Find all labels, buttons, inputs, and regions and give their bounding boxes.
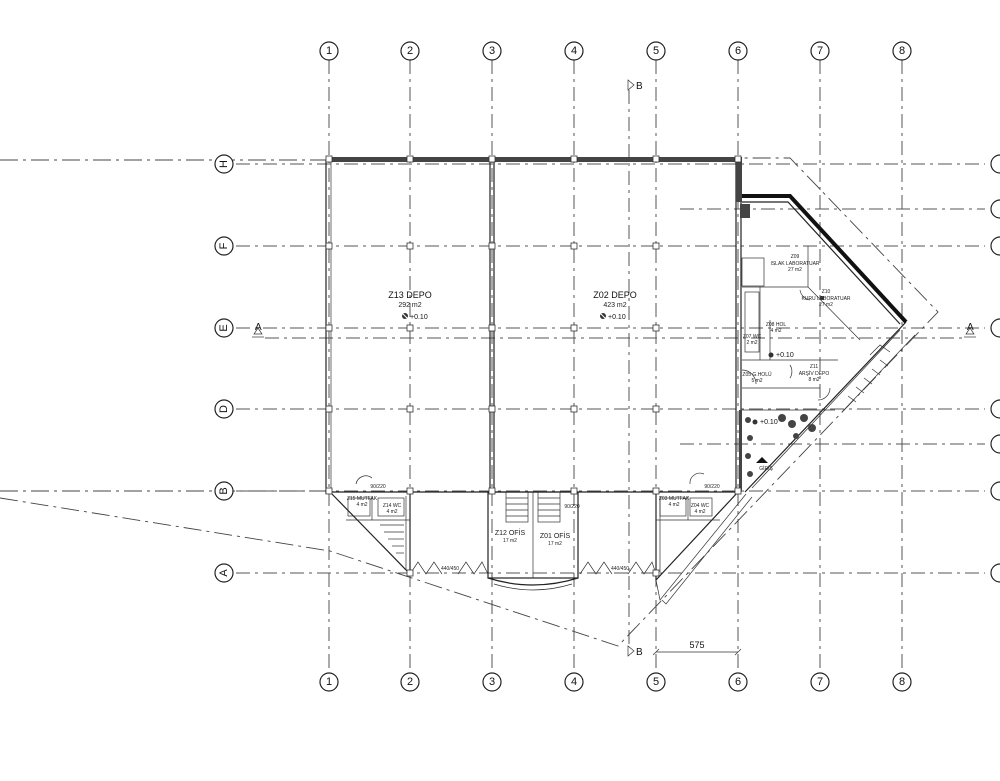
grid-label-1-bottom: 1: [326, 676, 332, 688]
room-z01-name: Z01 OFİS: [540, 531, 571, 540]
section-b-top-label: B: [636, 81, 643, 92]
room-z05-name: Z05 G.HOLÜ: [742, 371, 772, 378]
room-z15-name: Z15 MUTFAK: [347, 496, 378, 502]
central-office-block: [487, 491, 579, 591]
structural-columns: [325, 155, 742, 577]
room-z09-sub: ISLAK LABORATUAR: [770, 261, 819, 267]
elevation-icon: [752, 419, 758, 425]
grid-label-f-left: F: [218, 242, 230, 249]
door-tag: 90/220: [564, 504, 580, 510]
grid-label-8-top: 8: [899, 45, 905, 57]
door-tags: 90/220 90/220 90/220 440/450 440/450: [370, 484, 720, 572]
office-stairs: [505, 491, 561, 523]
grid-bubbles-top: 1 2 3 4 5 6 7 8: [319, 41, 912, 61]
room-z11-area: 8 m2: [808, 377, 819, 383]
room-z05-area: 5 m2: [751, 378, 762, 384]
grid-bubbles-bottom: 1 2 3 4 5 6 7 8: [319, 672, 912, 692]
grid-label-3-bottom: 3: [489, 676, 495, 688]
door-tag: 90/220: [370, 484, 386, 490]
room-z09-name: Z09: [791, 254, 800, 260]
room-z02-name: Z02 DEPO: [593, 290, 637, 300]
grid-label-7-bottom: 7: [817, 676, 823, 688]
entry-elevation: +0.10: [760, 419, 778, 426]
grid-label-7-top: 7: [817, 45, 823, 57]
room-z07-name: Z07 WC: [743, 334, 762, 340]
grid-bubbles-left: H F E D B A: [214, 154, 234, 583]
grid-label-d-left: D: [218, 405, 230, 413]
left-stair: [380, 524, 404, 554]
room-z08-name: Z08 HOL: [766, 322, 787, 328]
grid-label-8-bottom: 8: [899, 676, 905, 688]
right-service-block: [655, 472, 753, 605]
site-boundary: [0, 157, 939, 647]
section-b-bottom-label: B: [636, 647, 643, 658]
grid-label-1-top: 1: [326, 45, 332, 57]
grid-label-6-bottom: 6: [735, 676, 741, 688]
grid-label-e-left: E: [218, 324, 230, 331]
room-z07-area: 2 m2: [746, 340, 757, 346]
room-z13-area: 292 m2: [398, 302, 421, 309]
grid-label-b-left: B: [218, 487, 230, 494]
room-z09-area: 27 m2: [788, 267, 802, 273]
room-z04-area: 4 m2: [694, 509, 705, 515]
grid-label-2-top: 2: [407, 45, 413, 57]
room-z10-sub: KURU LABORATUAR: [801, 296, 850, 302]
section-a-left-label: A: [255, 322, 262, 333]
room-z03-area: 4 m2: [668, 502, 679, 508]
room-z10-name: Z10: [822, 289, 831, 295]
section-a-right-label: A: [967, 322, 974, 333]
room-z03-name: Z03 MUTFAK: [659, 496, 690, 502]
room-z13-name: Z13 DEPO: [388, 290, 432, 300]
grid-label-3-top: 3: [489, 45, 495, 57]
room-z12-name: Z12 OFİS: [495, 528, 526, 537]
grid-label-4-top: 4: [571, 45, 577, 57]
room-z13-elevation: +0.10: [410, 314, 428, 321]
grid-label-5-bottom: 5: [653, 676, 659, 688]
loading-doors: [409, 344, 891, 575]
lab-elevation: +0.10: [776, 352, 794, 359]
elevation-icon: [768, 352, 774, 358]
entry-label: GİRİŞ: [759, 465, 773, 472]
grid-label-6-top: 6: [735, 45, 741, 57]
door-tag: 440/450: [441, 566, 459, 572]
room-z12-area: 17 m2: [503, 538, 517, 544]
building-walls: [325, 157, 750, 494]
room-z11-sub: ARŞİV DEPO: [799, 370, 830, 377]
section-markers: A A B B: [252, 79, 976, 658]
room-z02-elevation: +0.10: [608, 314, 626, 321]
room-z04-name: Z04 WC: [691, 503, 710, 509]
grid-label-2-bottom: 2: [407, 676, 413, 688]
lab-wing: [739, 194, 916, 493]
entry-arrow-icon: [756, 457, 768, 463]
room-z11-name: Z11: [810, 364, 818, 370]
dimension-575: 575: [652, 640, 742, 656]
elevation-icon: [401, 312, 409, 320]
room-z01-area: 17 m2: [548, 541, 562, 547]
grid-label-5-top: 5: [653, 45, 659, 57]
room-labels: Z13 DEPO 292 m2 +0.10 Z02 DEPO 423 m2 +0…: [347, 254, 851, 547]
grid-label-h-left: H: [218, 160, 230, 168]
room-z02-area: 423 m2: [603, 302, 626, 309]
door-tag: 440/450: [611, 566, 629, 572]
room-z10-area: 27 m2: [819, 302, 833, 308]
room-z14-name: Z14 WC: [383, 503, 402, 509]
room-z08-area: 4 m2: [770, 328, 781, 334]
external-steps: [847, 359, 889, 403]
room-z14-area: 4 m2: [386, 509, 397, 515]
grid-label-a-left: A: [218, 569, 230, 577]
elevation-icon: [599, 312, 607, 320]
room-z15-area: 4 m2: [356, 502, 367, 508]
grid-lines: [236, 60, 985, 672]
door-tag: 90/220: [704, 484, 720, 490]
dimension-label: 575: [689, 640, 704, 650]
grid-bubbles-right: [990, 154, 1000, 583]
grid-label-4-bottom: 4: [571, 676, 577, 688]
